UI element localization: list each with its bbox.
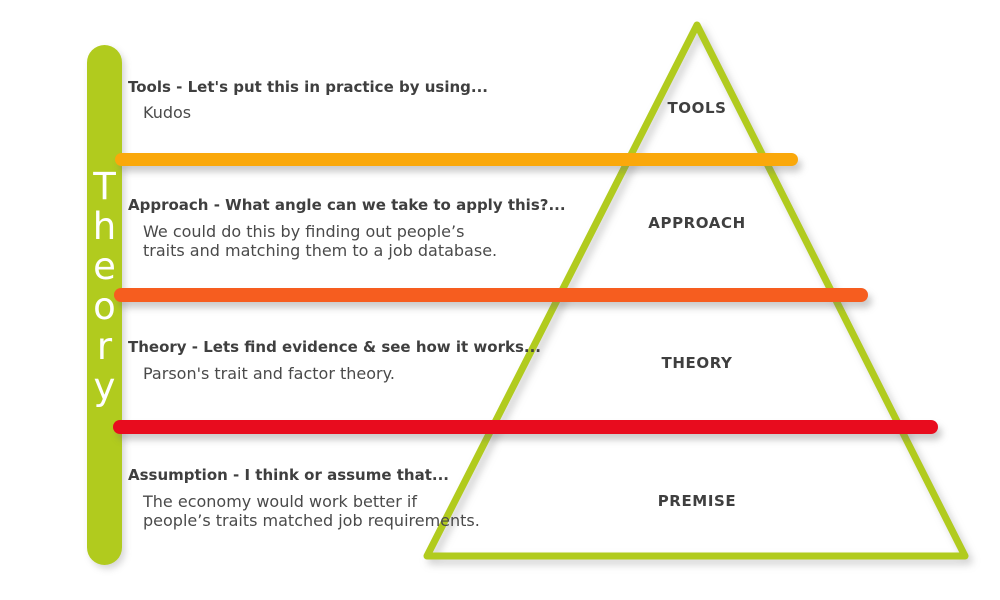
pyramid-level-tools: TOOLS: [667, 99, 727, 117]
divider-bar-approach: [114, 288, 868, 302]
section-heading-tools: Tools - Let's put this in practice by us…: [128, 78, 488, 96]
section-body-assumption: The economy would work better if people’…: [143, 492, 480, 530]
pyramid-level-approach: APPROACH: [648, 214, 746, 232]
divider-bar-tools: [115, 153, 798, 166]
section-heading-approach: Approach - What angle can we take to app…: [128, 196, 566, 214]
section-heading-assumption: Assumption - I think or assume that...: [128, 466, 449, 484]
section-body-tools: Kudos: [143, 103, 192, 122]
theory-rail: [87, 45, 122, 565]
divider-bar-theory: [113, 420, 938, 434]
pyramid-level-premise: PREMISE: [657, 492, 737, 510]
theory-rail-label: Theory: [92, 165, 117, 408]
section-heading-theory: Theory - Lets find evidence & see how it…: [128, 338, 541, 356]
section-body-approach: We could do this by finding out people’s…: [143, 222, 498, 260]
section-body-theory: Parson's trait and factor theory.: [143, 364, 395, 383]
pyramid-level-theory: THEORY: [661, 354, 733, 372]
